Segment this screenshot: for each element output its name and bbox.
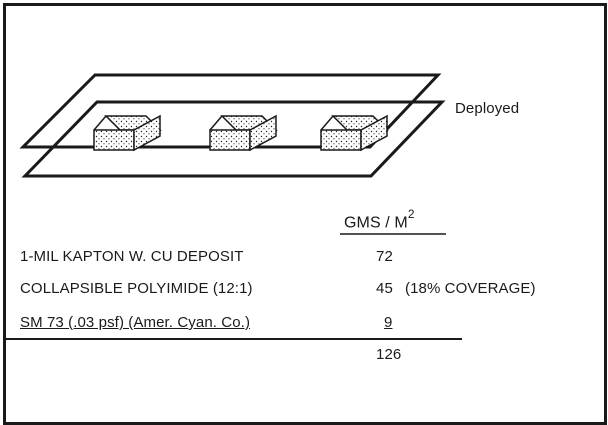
lower-sheet: [21, 100, 446, 178]
row-value-sm73: 9: [384, 314, 393, 331]
units-header: GMS / M2: [344, 207, 415, 232]
total-value: 126: [376, 346, 402, 363]
units-label: GMS / M: [344, 214, 408, 232]
units-exponent: 2: [407, 207, 415, 221]
upper-sheet: [19, 73, 442, 149]
row-label-sm73: SM 73 (.03 psf) (Amer. Cyan. Co.): [20, 314, 251, 331]
row-label-kapton: 1-MIL KAPTON W. CU DEPOSIT: [20, 248, 244, 265]
row-value-polyimide: 45: [376, 280, 393, 297]
deployed-label: Deployed: [455, 100, 520, 117]
row-value-kapton: 72: [376, 248, 393, 265]
row-label-polyimide: COLLAPSIBLE POLYIMIDE (12:1): [20, 280, 253, 297]
block-2: [209, 114, 278, 152]
block-3: [320, 114, 389, 152]
figure-frame: [3, 3, 607, 425]
row-note-polyimide: (18% COVERAGE): [405, 280, 536, 297]
block-1: [93, 114, 162, 152]
